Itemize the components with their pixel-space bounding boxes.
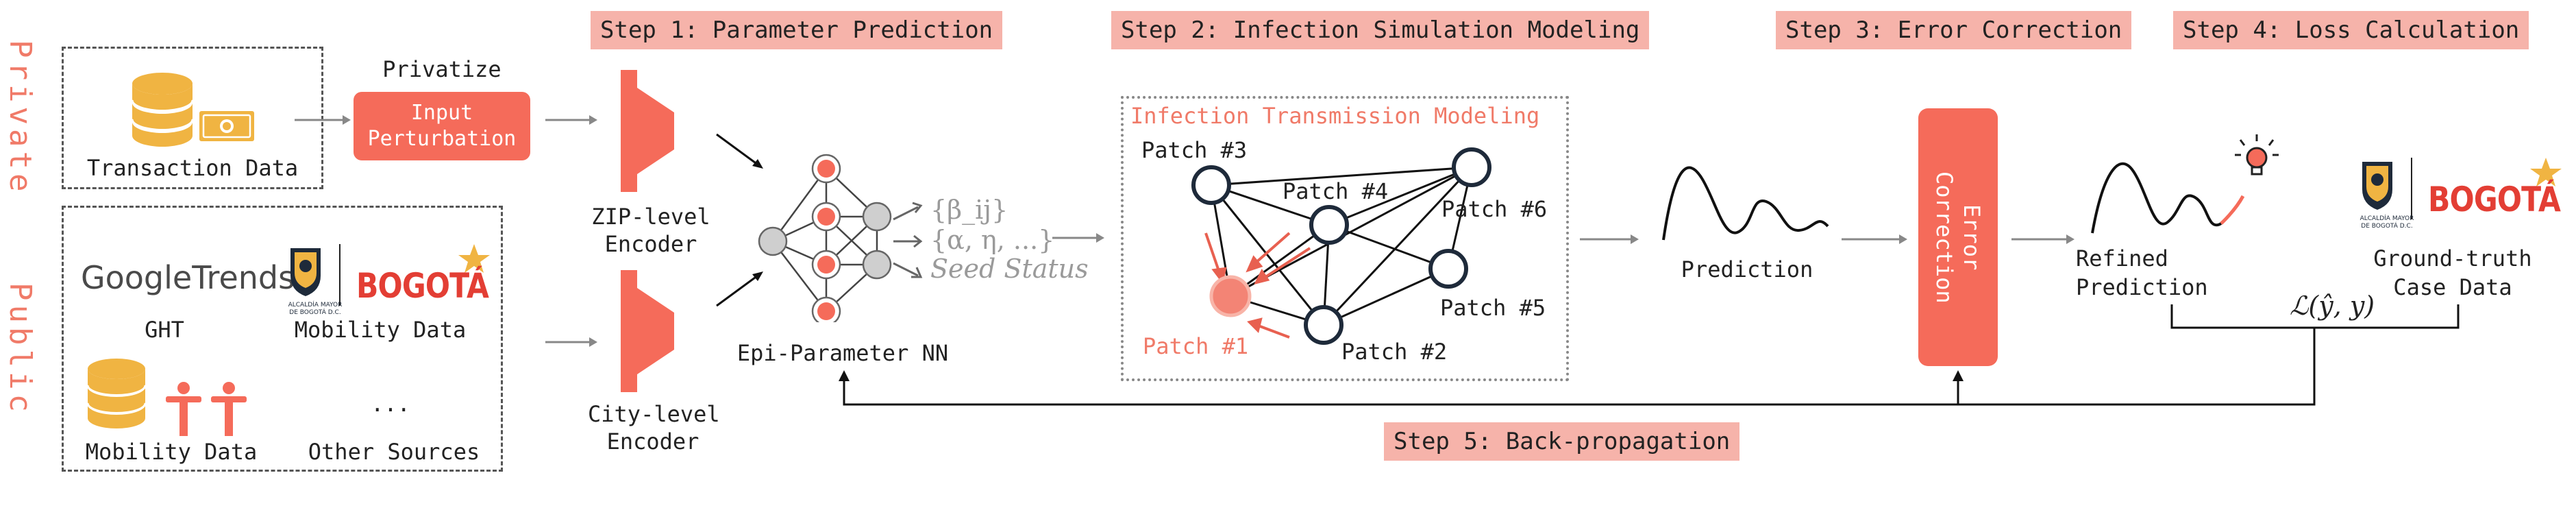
step-3-header: Step 3: Error Correction (1776, 11, 2132, 49)
arrow-prediction-to-correction (1842, 234, 1907, 244)
refined-prediction-label: Refined Prediction (2076, 245, 2208, 300)
google-trends-logo: GoogleTrends (81, 259, 295, 296)
nn-output-beta: {β_ij} (930, 195, 1008, 225)
private-data-box (62, 47, 323, 189)
transaction-data-label: Transaction Data (86, 155, 299, 181)
mobility-data-label-1: Mobility Data (294, 317, 467, 343)
arrow-infection-to-prediction (1580, 234, 1639, 244)
google-trends-text: GoogleTrends (81, 259, 295, 296)
patch-2-label: Patch #2 (1341, 339, 1448, 365)
bogota-crest-icon-2 (2362, 158, 2562, 219)
patch-5-label: Patch #5 (1440, 295, 1546, 321)
error-correction-label: Error Correction (1931, 171, 1985, 304)
nn-output-seed-status: Seed Status (930, 254, 1089, 284)
step-5-header: Step 5: Back-propagation (1384, 422, 1740, 461)
transaction-icon (127, 69, 264, 154)
input-perturbation-button[interactable]: Input Perturbation (354, 92, 530, 160)
private-side-label: Private (3, 40, 38, 196)
privatize-label: Privatize (382, 56, 501, 82)
patch-6-label: Patch #6 (1441, 196, 1548, 222)
arrow-nn-to-infection (1052, 233, 1104, 243)
alcaldia-text: ALCALDÍA MAYOR DE BOGOTÁ D.C. (288, 302, 343, 316)
ground-truth-bogota-logo (2354, 152, 2566, 230)
ght-label: GHT (145, 317, 184, 343)
public-side-label: Public (3, 282, 38, 416)
encoder-to-nn-arrows (716, 133, 763, 307)
epi-parameter-nn-diagram (758, 154, 892, 322)
bogota-crest-icon (290, 244, 490, 306)
arrow-public-to-city (545, 337, 597, 347)
step-1-header: Step 1: Parameter Prediction (591, 11, 1003, 49)
arrow-correction-to-refined (2011, 234, 2075, 244)
step-2-header: Step 2: Infection Simulation Modeling (1111, 11, 1650, 49)
arrow-private-to-perturb (295, 115, 351, 125)
bogota-logo (282, 239, 495, 317)
prediction-label: Prediction (1681, 256, 1813, 282)
alcaldia-text-2: ALCALDÍA MAYOR DE BOGOTÁ D.C. (2360, 215, 2414, 230)
loss-function-label: ℒ(ŷ, y) (2286, 291, 2379, 321)
bogota-text: BOGOTÁ (356, 266, 489, 306)
nn-output-arrows (893, 202, 923, 278)
zip-encoder-label: ZIP-level Encoder (591, 204, 710, 257)
arrow-perturb-to-zip (545, 115, 597, 125)
refined-prediction-curve (2091, 162, 2245, 234)
mobility-data-label-2: Mobility Data (85, 439, 258, 465)
epi-parameter-nn-label: Epi-Parameter NN (736, 340, 949, 366)
lightbulb-icon (2235, 134, 2279, 176)
step-4-header: Step 4: Loss Calculation (2173, 11, 2529, 49)
ellipsis-text: ... (371, 391, 410, 417)
bogota-text-2: BOGOTÁ (2428, 180, 2561, 219)
patch-4-label: Patch #4 (1283, 178, 1389, 204)
public-data-box (62, 206, 503, 472)
ground-truth-label: Ground-truth Case Data (2373, 245, 2532, 300)
prediction-curve (1662, 166, 1829, 241)
mobility-database-icon (82, 356, 158, 435)
infection-modeling-title: Infection Transmission Modeling (1130, 103, 1540, 129)
city-encoder-icon (621, 270, 674, 392)
nn-output-alpha-eta: {α, η, ...} (930, 225, 1055, 255)
infection-modeling-box (1121, 96, 1569, 381)
error-correction-block[interactable] (1918, 108, 1998, 366)
patch-3-label: Patch #3 (1141, 137, 1248, 163)
other-sources-label: Other Sources (308, 439, 480, 465)
zip-encoder-icon (621, 70, 674, 192)
patch-1-label: Patch #1 (1143, 333, 1249, 359)
patch-network-graph (1191, 147, 1491, 345)
city-encoder-label: City-level Encoder (588, 401, 720, 455)
people-icon (162, 381, 258, 439)
